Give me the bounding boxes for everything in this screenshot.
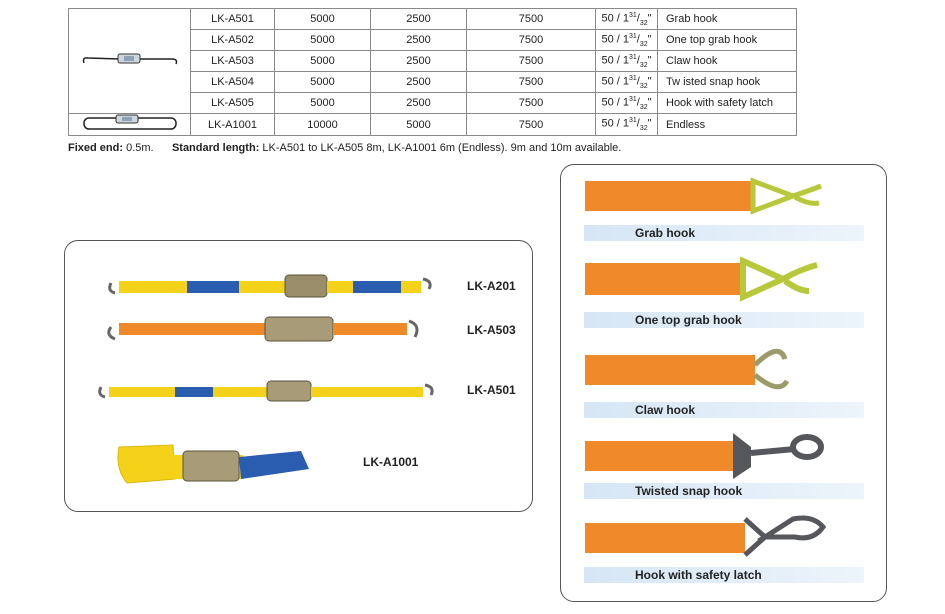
product-label: LK-A501 xyxy=(467,383,516,397)
model-cell: LK-A501 xyxy=(190,8,275,30)
one-top-grab-hook-photo xyxy=(585,256,818,302)
hook-label: Hook with safety latch xyxy=(584,567,864,583)
hook-type-cell: Claw hook xyxy=(657,50,797,72)
value-cell: 5000 xyxy=(274,71,371,93)
strap-photo-lk-a201 xyxy=(108,274,432,298)
value-cell: 2500 xyxy=(370,8,467,30)
table-row: LK-A504 5000 2500 7500 50 / 131/32" Tw i… xyxy=(69,71,797,93)
value-cell: 7500 xyxy=(466,71,596,93)
width-cell: 50 / 131/32" xyxy=(595,92,658,114)
hook-type-cell: Tw isted snap hook xyxy=(657,71,797,93)
model-cell: LK-A502 xyxy=(190,29,275,51)
table-row: LK-A505 5000 2500 7500 50 / 131/32" Hook… xyxy=(69,92,797,114)
width-cell: 50 / 131/32" xyxy=(595,29,658,51)
fixed-end-label: Fixed end: xyxy=(68,142,124,154)
grab-hook-photo xyxy=(585,177,822,215)
ratchet-strap-drawing-cell xyxy=(68,8,191,114)
model-cell: LK-A504 xyxy=(190,71,275,93)
hook-label: One top grab hook xyxy=(584,312,864,328)
fixed-end-value: 0.5m. xyxy=(126,142,154,154)
table-row: LK-A501 5000 2500 7500 50 / 131/32" Grab… xyxy=(68,8,797,114)
spec-note: Fixed end: 0.5m. Standard length: LK-A50… xyxy=(68,142,621,154)
table-row: LK-A1001 10000 5000 7500 50 / 131/32" En… xyxy=(68,113,797,136)
value-cell: 7500 xyxy=(466,29,596,51)
width-cell: 50 / 131/32" xyxy=(595,8,658,30)
hook-type-cell: Grab hook xyxy=(657,8,797,30)
endless-strap-line-icon xyxy=(82,114,177,130)
width-cell: 50 / 131/32" xyxy=(595,71,658,93)
model-cell: LK-A1001 xyxy=(190,113,275,136)
value-cell: 2500 xyxy=(370,50,467,72)
product-label: LK-A503 xyxy=(467,323,516,337)
width-cell: 50 / 131/32" xyxy=(595,50,658,72)
spec-table: LK-A501 5000 2500 7500 50 / 131/32" Grab… xyxy=(68,8,797,136)
value-cell: 5000 xyxy=(370,113,467,136)
hook-type-cell: One top grab hook xyxy=(657,29,797,51)
value-cell: 5000 xyxy=(274,8,371,30)
model-cell: LK-A503 xyxy=(190,50,275,72)
strap-photo-lk-a501 xyxy=(98,380,434,402)
product-label: LK-A1001 xyxy=(363,455,419,469)
hook-label: Claw hook xyxy=(584,402,864,418)
value-cell: 7500 xyxy=(466,92,596,114)
value-cell: 2500 xyxy=(370,71,467,93)
table-row: LK-A502 5000 2500 7500 50 / 131/32" One … xyxy=(69,29,797,51)
width-cell: 50 / 131/32" xyxy=(595,113,658,136)
value-cell: 7500 xyxy=(466,113,596,136)
hook-types-box: Grab hook One top grab hook Claw hook Tw… xyxy=(560,164,887,602)
twisted-snap-hook-photo xyxy=(585,433,824,479)
product-label: LK-A201 xyxy=(467,279,516,293)
value-cell: 10000 xyxy=(274,113,371,136)
value-cell: 5000 xyxy=(274,92,371,114)
safety-latch-hook-photo xyxy=(585,515,827,557)
product-photo-box: LK-A201 LK-A503 LK-A501 LK-A1001 xyxy=(64,240,533,512)
ratchet-strap-line-icon xyxy=(82,53,177,64)
strap-photo-lk-a1001 xyxy=(117,444,309,484)
model-cell: LK-A505 xyxy=(190,92,275,114)
hook-label: Twisted snap hook xyxy=(584,483,864,499)
value-cell: 5000 xyxy=(274,50,371,72)
hook-type-cell: Hook with safety latch xyxy=(657,92,797,114)
endless-strap-drawing-cell xyxy=(68,113,191,136)
value-cell: 7500 xyxy=(466,8,596,30)
strap-photo-lk-a503 xyxy=(107,316,419,342)
value-cell: 2500 xyxy=(370,92,467,114)
standard-length-value: LK-A501 to LK-A505 8m, LK-A1001 6m (Endl… xyxy=(262,142,622,154)
claw-hook-photo xyxy=(585,348,790,390)
value-cell: 2500 xyxy=(370,29,467,51)
standard-length-label: Standard length: xyxy=(171,142,260,154)
hook-label: Grab hook xyxy=(584,225,864,241)
value-cell: 5000 xyxy=(274,29,371,51)
value-cell: 7500 xyxy=(466,50,596,72)
hook-type-cell: Endless xyxy=(657,113,797,136)
